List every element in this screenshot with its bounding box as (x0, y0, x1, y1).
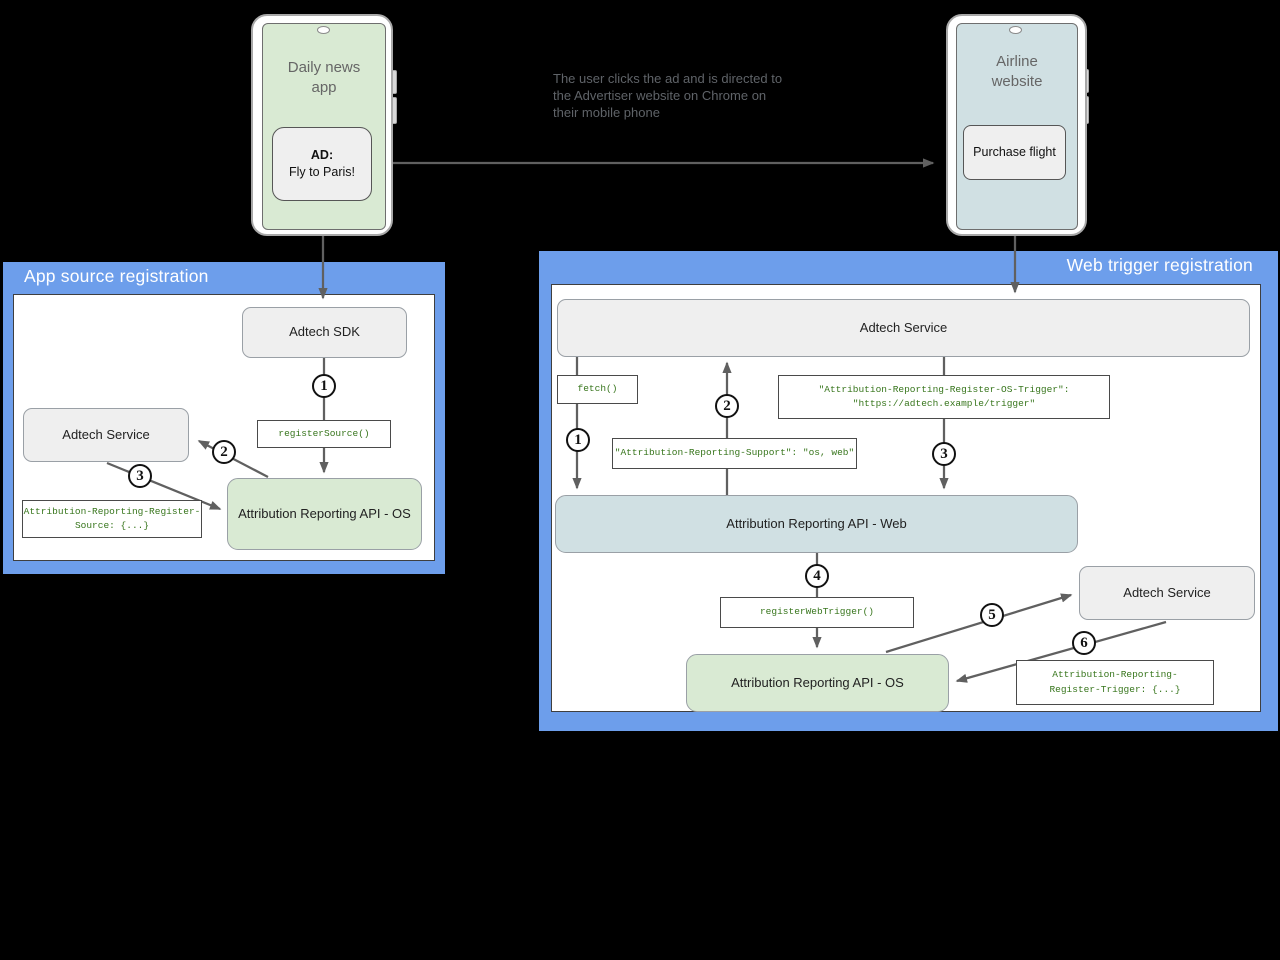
step-circle-web-2: 2 (715, 394, 739, 418)
label-register-web-trigger: registerWebTrigger() (720, 597, 914, 628)
register-source-header-line2: Source: {...} (74, 520, 150, 531)
phone-right-camera-icon (1009, 26, 1022, 34)
phone-left-camera-icon (317, 26, 330, 34)
step-circle-web-6: 6 (1072, 631, 1096, 655)
click-caption: The user clicks the ad and is directed t… (553, 71, 783, 120)
node-adtech-service-app: Adtech Service (23, 408, 189, 462)
purchase-flight-label: Purchase flight (973, 145, 1056, 160)
purchase-flight-button[interactable]: Purchase flight (963, 125, 1066, 180)
node-attribution-api-os-app: Attribution Reporting API - OS (227, 478, 422, 550)
label-register-source: registerSource() (257, 420, 391, 448)
label-register-source-header: Attribution-Reporting-Register- Source: … (22, 500, 202, 538)
label-fetch: fetch() (557, 375, 638, 404)
node-attribution-api-web: Attribution Reporting API - Web (555, 495, 1078, 553)
step-circle-app-3: 3 (128, 464, 152, 488)
node-adtech-service-web-top: Adtech Service (557, 299, 1250, 357)
label-register-trigger-header: Attribution-Reporting- Register-Trigger:… (1016, 660, 1214, 705)
app-source-panel-title: App source registration (24, 266, 209, 286)
step-circle-web-3: 3 (932, 442, 956, 466)
register-source-header-line1: Attribution-Reporting-Register- (23, 505, 201, 517)
register-trigger-line1: Attribution-Reporting- (1052, 669, 1178, 681)
ad-box-heading: AD: (310, 148, 334, 163)
ad-box-text: Fly to Paris! (289, 165, 355, 179)
phone-left-app-title: Daily news app (287, 59, 361, 96)
step-circle-web-4: 4 (805, 564, 829, 588)
node-attribution-api-os-web: Attribution Reporting API - OS (686, 654, 949, 712)
step-circle-app-2: 2 (212, 440, 236, 464)
label-register-os-trigger-header: "Attribution-Reporting-Register-OS-Trigg… (778, 375, 1110, 419)
ad-box[interactable]: AD: Fly to Paris! (272, 127, 372, 201)
phone-right-site-title: Airline website (991, 53, 1043, 90)
step-circle-web-1: 1 (566, 428, 590, 452)
label-support-header: "Attribution-Reporting-Support": "os, we… (612, 438, 857, 469)
node-adtech-sdk: Adtech SDK (242, 307, 407, 358)
node-adtech-service-web-right: Adtech Service (1079, 566, 1255, 620)
step-circle-app-1: 1 (312, 374, 336, 398)
step-circle-web-5: 5 (980, 603, 1004, 627)
register-os-trigger-line1: "Attribution-Reporting-Register-OS-Trigg… (818, 383, 1070, 395)
register-os-trigger-line2: "https://adtech.example/trigger" (852, 398, 1036, 409)
register-trigger-line2: Register-Trigger: {...} (1049, 683, 1181, 695)
web-trigger-panel-title: Web trigger registration (1066, 255, 1253, 275)
